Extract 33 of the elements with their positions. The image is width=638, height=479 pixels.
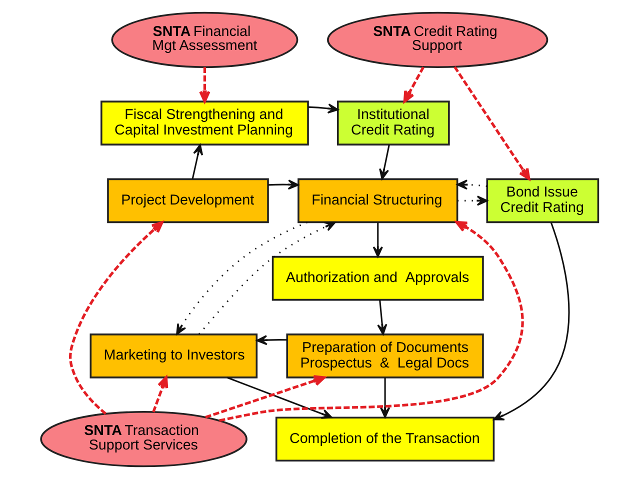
arrow [378, 144, 390, 180]
arrow [492, 222, 570, 420]
arrow [191, 144, 203, 180]
node-box: Bond Issue Credit Rating [486, 178, 599, 224]
arrow [198, 67, 210, 103]
arrow [268, 180, 298, 190]
arrow [198, 222, 336, 335]
node-ellipse: SNTA Financial Mgt Assessment [110, 12, 298, 68]
arrow [226, 376, 332, 419]
node-box: Fiscal Strengthening and Capital Investment Planning [100, 100, 308, 146]
arrow [376, 300, 387, 335]
arrow [372, 222, 382, 258]
node-box: Institutional Credit Rating [336, 100, 450, 146]
arrow [256, 334, 287, 346]
node-box: Project Development [106, 178, 268, 224]
node-box: Authorization and Approvals [271, 256, 484, 301]
arrow [453, 66, 530, 180]
arrow [68, 221, 163, 415]
arrow [176, 222, 308, 335]
arrow [402, 66, 424, 103]
node-box: Completion of the Transaction [274, 416, 494, 462]
node-ellipse: SNTA Transaction Support Services [40, 411, 247, 468]
arrow [308, 103, 338, 114]
arrow [218, 220, 524, 422]
arrow [456, 196, 488, 206]
node-box: Financial Structuring [297, 178, 458, 224]
arrow [204, 375, 325, 418]
arrow [379, 378, 390, 418]
node-box: Marketing to Investors [89, 334, 258, 378]
node-ellipse: SNTA Credit Rating Support [326, 12, 548, 68]
node-box: Preparation of Documents Prospectus & Legal Docs [286, 334, 484, 378]
arrow [456, 180, 487, 190]
arrow [152, 376, 168, 412]
